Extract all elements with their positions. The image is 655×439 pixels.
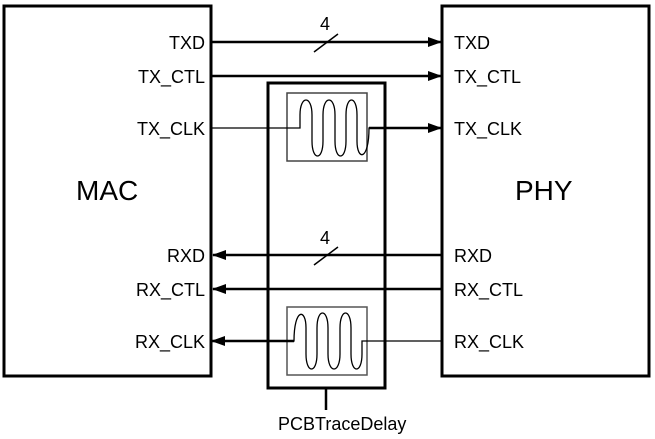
phy-block	[440, 4, 651, 378]
txd-bus-slash	[313, 33, 339, 53]
phy-rxd-label: RXD	[454, 246, 492, 266]
rx-clk-delay-element	[286, 306, 442, 376]
mac-txd-label: TXD	[169, 33, 205, 53]
mac-tx-ctl-label: TX_CTL	[138, 67, 205, 88]
rx-serpentine-icon	[286, 312, 442, 370]
mac-rxd-label: RXD	[167, 246, 205, 266]
mac-rx-ctl-label: RX_CTL	[136, 280, 205, 301]
phy-tx-clk-label: TX_CLK	[454, 119, 522, 140]
txd-bus-width: 4	[320, 14, 330, 34]
phy-tx-ctl-label: TX_CTL	[454, 67, 521, 88]
rxd-bus-width: 4	[320, 228, 330, 248]
mac-tx-clk-label: TX_CLK	[137, 119, 205, 140]
tx-clk-delay-element	[210, 92, 375, 162]
mac-rx-clk-label: RX_CLK	[135, 332, 205, 353]
rxd-bus-slash	[313, 246, 339, 266]
delay-label: PCBTraceDelay	[278, 414, 406, 434]
phy-title: PHY	[515, 175, 573, 206]
mac-block	[2, 4, 213, 378]
phy-txd-label: TXD	[454, 33, 490, 53]
tx-serpentine-icon	[210, 99, 375, 157]
phy-rx-ctl-label: RX_CTL	[454, 280, 523, 301]
phy-rx-clk-label: RX_CLK	[454, 332, 524, 353]
mac-title: MAC	[76, 175, 138, 206]
